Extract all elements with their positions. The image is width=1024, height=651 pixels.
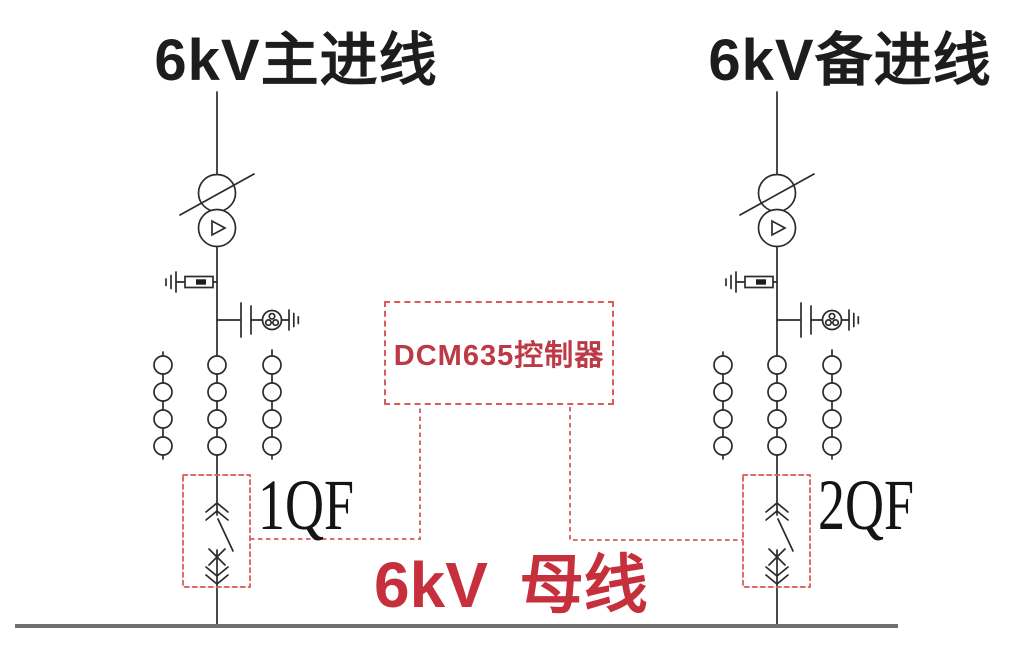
right-feeder-branch <box>713 91 860 627</box>
breaker-label-2qf: 2QF <box>818 465 915 545</box>
controller-link-right <box>569 407 743 541</box>
right-feeder-title: 6kV备进线 <box>708 28 992 93</box>
left-feeder-branch <box>153 91 300 627</box>
controller-label: DCM635控制器 <box>393 340 605 372</box>
left-feeder-title: 6kV主进线 <box>154 28 438 93</box>
controller-link-left <box>250 407 421 540</box>
busbar-label: 6kV 母线 <box>374 549 648 621</box>
controller-box: DCM635控制器 <box>384 301 614 405</box>
breaker-label-1qf: 1QF <box>258 465 355 545</box>
